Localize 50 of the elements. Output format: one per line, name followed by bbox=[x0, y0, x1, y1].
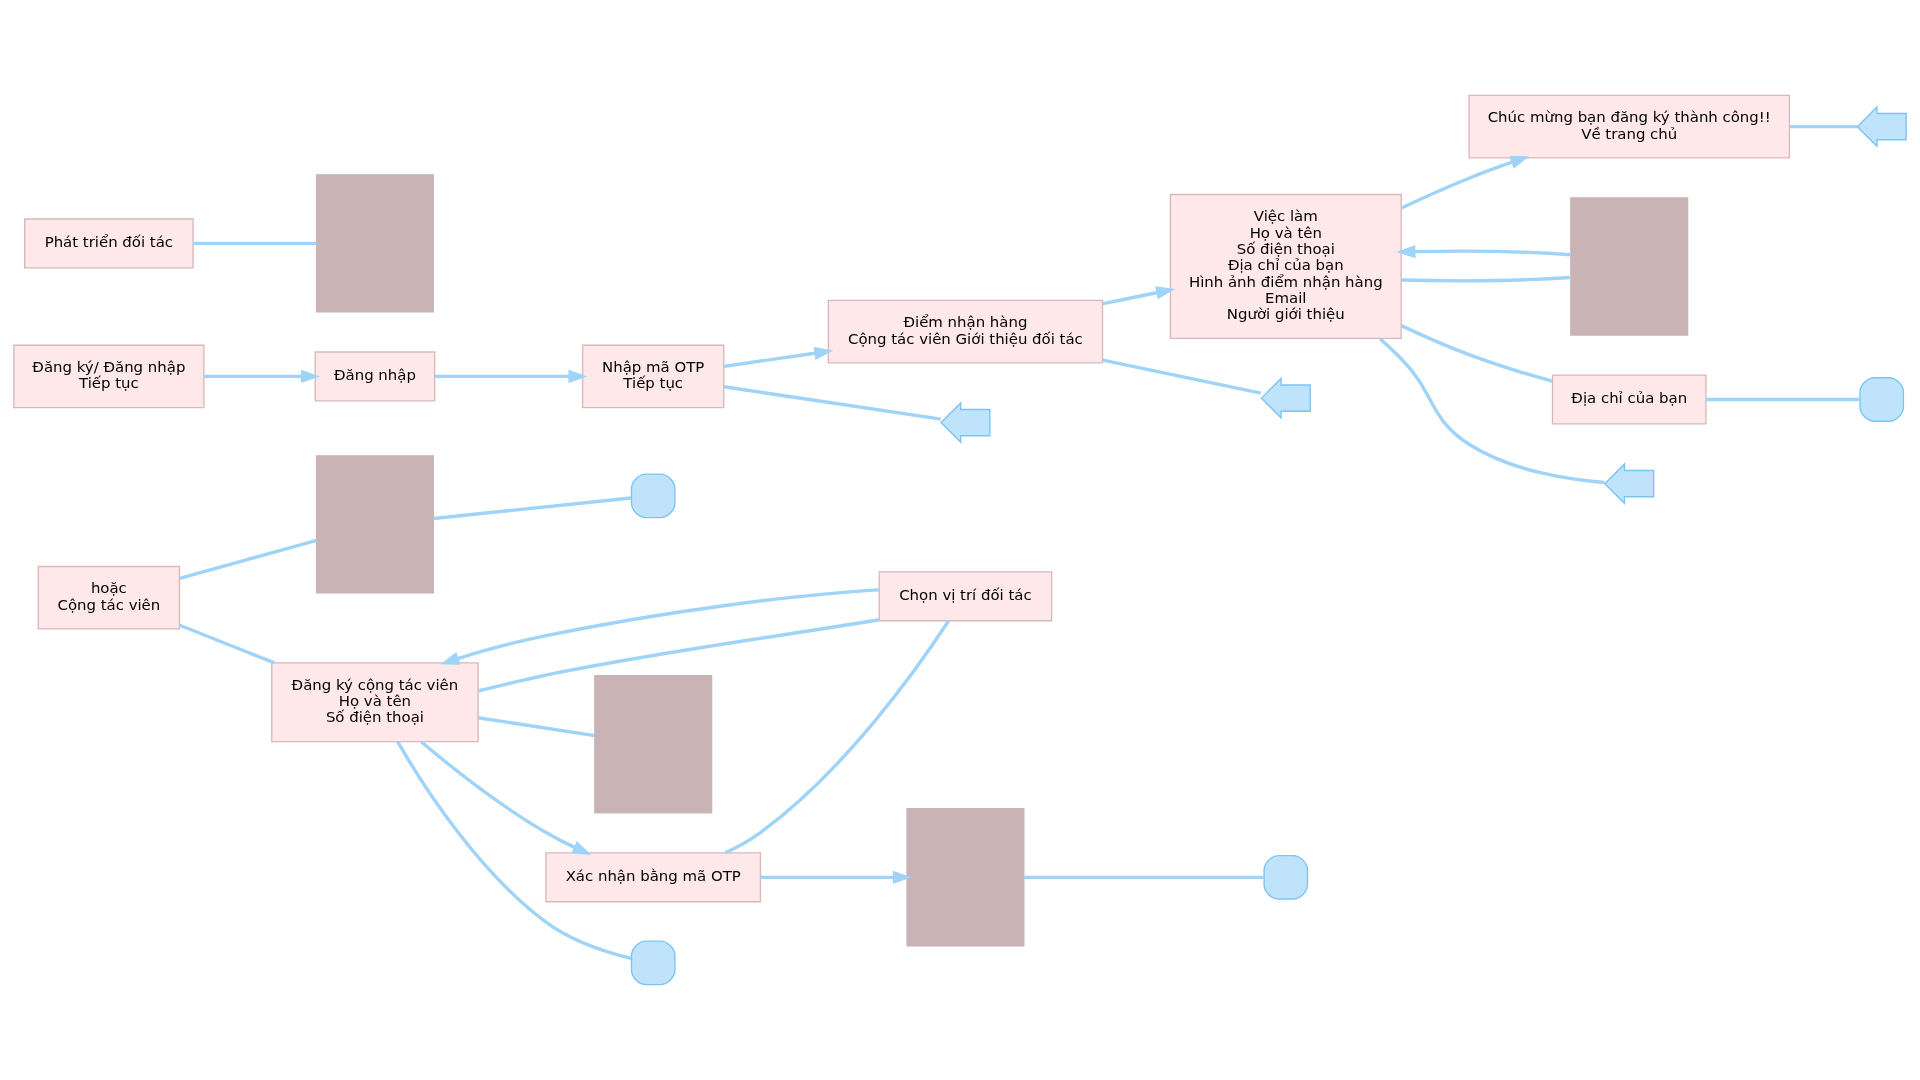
node-box bbox=[1570, 197, 1689, 336]
connector bbox=[1379, 337, 1605, 485]
arrow bbox=[1102, 286, 1176, 306]
node-close-icon bbox=[1263, 854, 1309, 900]
node-box: Chúc mừng bạn đăng ký thành công!! Về trang chủ bbox=[1468, 94, 1791, 159]
arrow bbox=[204, 369, 321, 384]
connector bbox=[1706, 397, 1860, 402]
node-box bbox=[594, 675, 713, 814]
node-back-icon bbox=[1603, 462, 1655, 505]
arrow bbox=[760, 870, 912, 884]
node-box: Đăng ký cộng tác viên Họ và tên Số điện thoại bbox=[271, 662, 479, 743]
node-box: Địa chỉ của bạn bbox=[1551, 374, 1707, 425]
node-box: Xác nhận bằng mã OTP bbox=[545, 852, 762, 903]
connector bbox=[477, 716, 596, 738]
node-box: Đăng ký/ Đăng nhập Tiếp tục bbox=[13, 344, 205, 409]
node-close-icon bbox=[1859, 377, 1905, 422]
connector bbox=[179, 623, 275, 665]
node-box: hoặc Cộng tác viên bbox=[37, 565, 181, 630]
node-back-icon bbox=[1260, 376, 1311, 420]
node-box: Nhập mã OTP Tiếp tục bbox=[581, 344, 725, 409]
connector bbox=[179, 538, 317, 580]
arrow bbox=[440, 588, 880, 665]
node-box: Điểm nhận hàng Cộng tác viên Giới thiệu đối tác bbox=[827, 299, 1104, 364]
node-box: Phát triển đối tác bbox=[24, 218, 194, 269]
connector bbox=[723, 385, 942, 421]
connector bbox=[193, 241, 317, 246]
connector bbox=[1023, 875, 1264, 880]
arrow bbox=[434, 369, 588, 384]
connector bbox=[478, 618, 880, 693]
arrow bbox=[420, 740, 592, 855]
node-back-icon bbox=[940, 401, 991, 444]
connector bbox=[396, 740, 632, 961]
node-back-icon bbox=[1856, 105, 1907, 148]
node-box bbox=[906, 808, 1025, 947]
node-box: Chọn vị trí đối tác bbox=[878, 571, 1053, 622]
node-close-icon bbox=[630, 940, 676, 986]
node-box bbox=[315, 455, 434, 594]
connector bbox=[1789, 124, 1858, 129]
connector bbox=[724, 620, 950, 855]
connector bbox=[1400, 324, 1553, 383]
arrow bbox=[1400, 156, 1530, 210]
connector bbox=[1102, 358, 1262, 395]
arrow bbox=[1396, 244, 1571, 259]
node-close-icon bbox=[630, 473, 676, 519]
node-box: Việc làm Họ và tên Số điện thoại Địa chỉ của bạn Hình ảnh điểm nhận hàng Email Người giới thiệu bbox=[1169, 193, 1402, 340]
connector bbox=[433, 496, 632, 521]
node-box: Đăng nhập bbox=[314, 351, 436, 402]
arrow bbox=[723, 346, 834, 369]
connector bbox=[1401, 275, 1571, 283]
node-box bbox=[315, 174, 434, 313]
